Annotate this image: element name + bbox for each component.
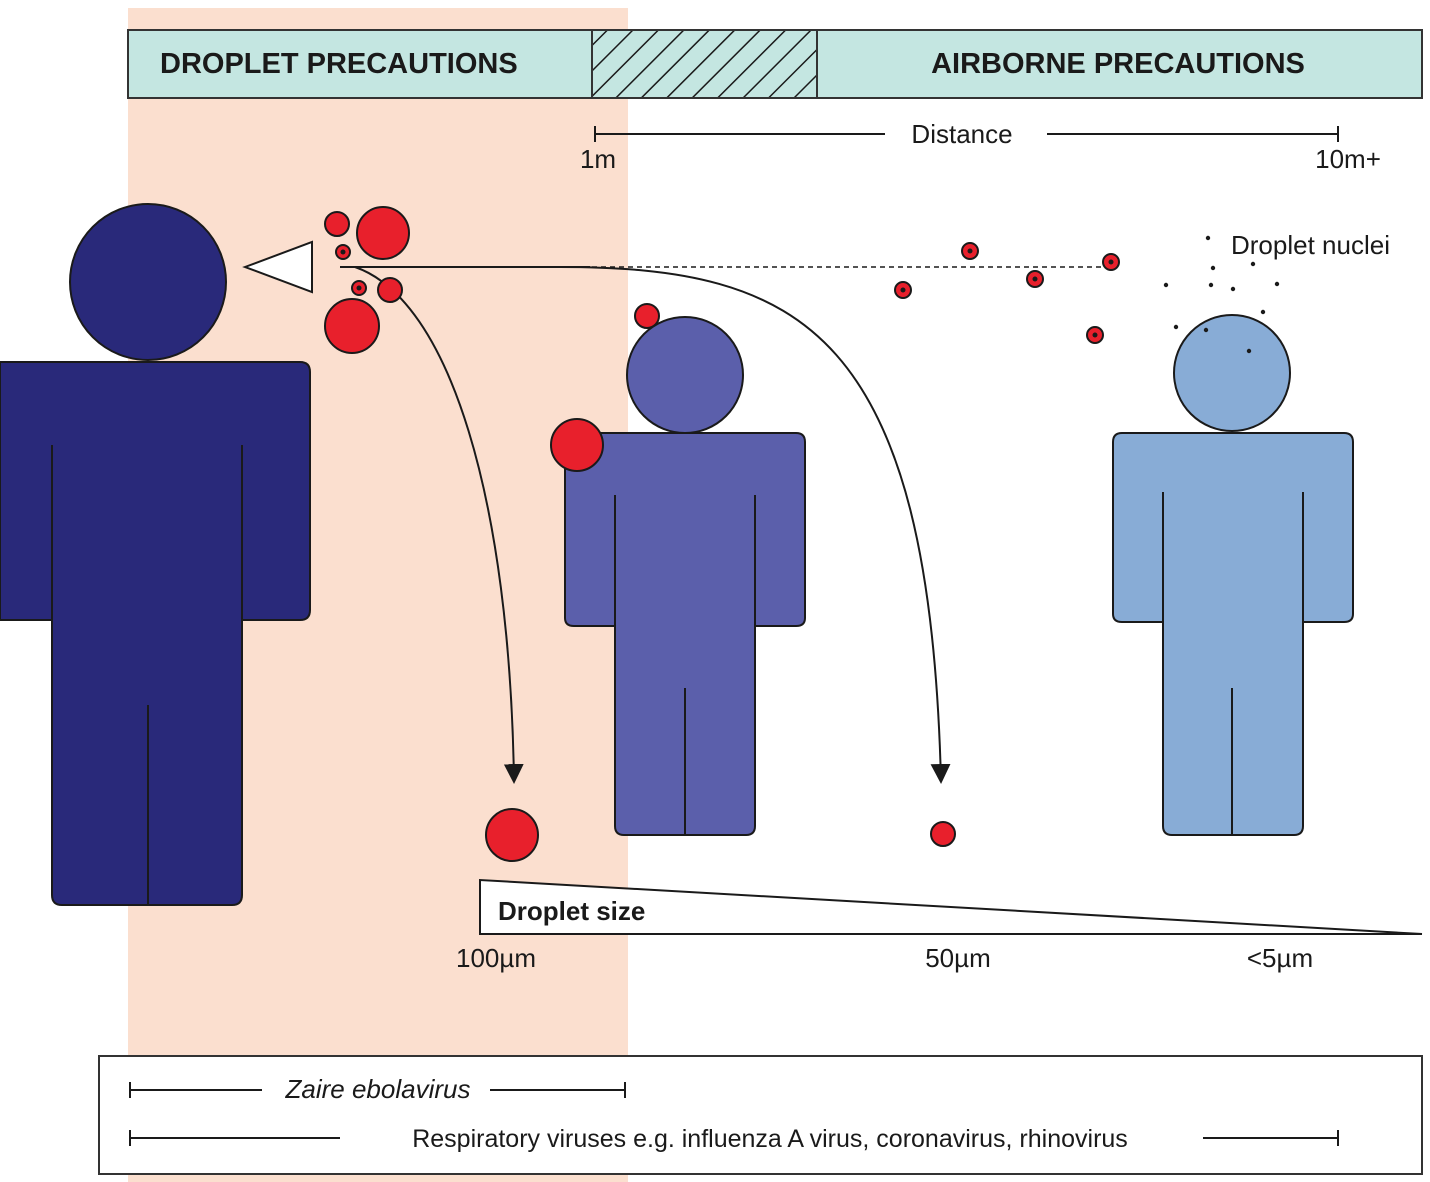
- virus-range-legend: [98, 1055, 1423, 1175]
- transition-hatch: [591, 29, 818, 99]
- droplet-cores: [340, 248, 1114, 338]
- droplet-nuclei-label: Droplet nuclei: [1231, 230, 1390, 260]
- respiratory-range-label: Respiratory viruses e.g. influenza A vir…: [412, 1125, 1128, 1153]
- far-person: [1112, 314, 1354, 836]
- source-person: [0, 203, 311, 906]
- distance-scale: [594, 126, 1339, 142]
- near-person: [564, 316, 806, 836]
- droplet-nuclei-specks: [1163, 235, 1280, 354]
- exhaled-droplets: [324, 206, 1120, 862]
- ebola-range-bar: [129, 1082, 626, 1098]
- distance-start-label: 1m: [580, 144, 616, 174]
- respiratory-range-bar: [129, 1130, 1339, 1146]
- droplet-size-wedge: [479, 878, 1423, 935]
- airborne-precautions-label: AIRBORNE PRECAUTIONS: [931, 48, 1305, 80]
- droplet-size-tick-100: 100µm: [456, 943, 536, 973]
- medium-droplet-trajectory: [559, 266, 951, 784]
- ebola-range-label: Zaire ebolavirus: [285, 1074, 471, 1104]
- precaution-bar: DROPLET PRECAUTIONS AIRBORNE PRECAUTIONS: [127, 29, 1423, 99]
- distance-label: Distance: [911, 119, 1012, 149]
- droplet-size-label: Droplet size: [498, 896, 645, 926]
- droplet-precautions-label: DROPLET PRECAUTIONS: [160, 48, 518, 80]
- droplet-size-tick-5: <5µm: [1247, 943, 1313, 973]
- exhalation-cone: [242, 240, 313, 294]
- droplet-size-tick-50: 50µm: [925, 943, 991, 973]
- distance-end-label: 10m+: [1315, 144, 1381, 174]
